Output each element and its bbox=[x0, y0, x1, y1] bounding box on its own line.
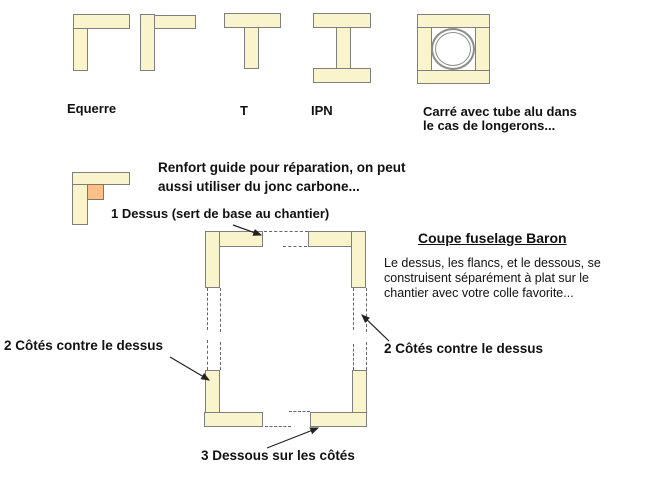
arrow-step3 bbox=[266, 427, 320, 449]
carre-bottom-strip bbox=[417, 70, 490, 84]
equerre-a-flange bbox=[73, 14, 130, 29]
label-t: T bbox=[240, 103, 248, 118]
dash-bottom-outer bbox=[265, 426, 291, 427]
carre-top-strip bbox=[417, 14, 490, 28]
label-carre: Carré avec tube alu dans le cas de longe… bbox=[423, 105, 577, 133]
renfort-text-line2: aussi utiliser du jonc carbone... bbox=[158, 179, 360, 194]
equerre-b-flange bbox=[154, 15, 196, 29]
dash-top-inner bbox=[283, 246, 307, 247]
corner-tr-vertical bbox=[351, 231, 366, 288]
label-step3: 3 Dessous sur les côtés bbox=[201, 448, 355, 463]
alu-tube-icon bbox=[431, 28, 475, 70]
carre-right-strip bbox=[475, 27, 490, 71]
dash-left-outer-lower bbox=[207, 340, 208, 370]
renfort-web bbox=[72, 184, 88, 225]
carre-left-strip bbox=[417, 27, 432, 71]
dash-bottom-inner bbox=[289, 411, 310, 412]
t-web bbox=[244, 27, 259, 69]
arrow-step2-left bbox=[169, 356, 211, 381]
dash-right-outer-upper bbox=[366, 288, 367, 332]
label-step2-left: 2 Côtés contre le dessus bbox=[4, 338, 164, 353]
label-step2-right: 2 Côtés contre le dessus bbox=[384, 341, 544, 356]
dash-left-inner-lower bbox=[220, 342, 221, 370]
dash-top-outer bbox=[264, 231, 308, 232]
label-carre-line1: Carré avec tube alu dans bbox=[423, 104, 577, 119]
corner-tl-horizontal bbox=[219, 231, 263, 247]
ipn-bottom-flange bbox=[313, 68, 371, 83]
equerre-a-web bbox=[73, 28, 88, 71]
t-flange bbox=[224, 13, 281, 28]
equerre-b-web bbox=[140, 14, 155, 71]
ipn-web bbox=[336, 27, 351, 69]
dash-left-outer-upper bbox=[207, 288, 208, 330]
corner-bl-horizontal bbox=[204, 412, 263, 427]
corner-br-horizontal bbox=[310, 412, 367, 427]
alu-tube-inner-wall bbox=[435, 32, 471, 66]
label-carre-line2: le cas de longerons... bbox=[423, 118, 556, 133]
corner-bl-vertical bbox=[205, 370, 220, 413]
dash-right-inner-upper bbox=[353, 288, 354, 330]
label-equerre: Equerre bbox=[67, 101, 117, 116]
assembly-description: Le dessus, les flancs, et le dessous, se… bbox=[384, 256, 601, 300]
renfort-text: Renfort guide pour réparation, on peut a… bbox=[158, 158, 406, 196]
label-ipn: IPN bbox=[311, 103, 333, 118]
renfort-guide-block bbox=[87, 184, 104, 200]
ipn-top-flange bbox=[313, 13, 371, 28]
label-step1: 1 Dessus (sert de base au chantier) bbox=[111, 206, 330, 221]
dash-right-inner-lower bbox=[353, 344, 354, 370]
renfort-text-line1: Renfort guide pour réparation, on peut bbox=[158, 160, 406, 175]
corner-tl-vertical bbox=[205, 231, 220, 288]
corner-br-vertical bbox=[352, 370, 367, 413]
corner-tr-horizontal bbox=[308, 231, 352, 247]
dash-left-inner-upper bbox=[220, 288, 221, 332]
assembly-title: Coupe fuselage Baron bbox=[418, 230, 567, 246]
dash-right-outer-lower bbox=[366, 342, 367, 370]
